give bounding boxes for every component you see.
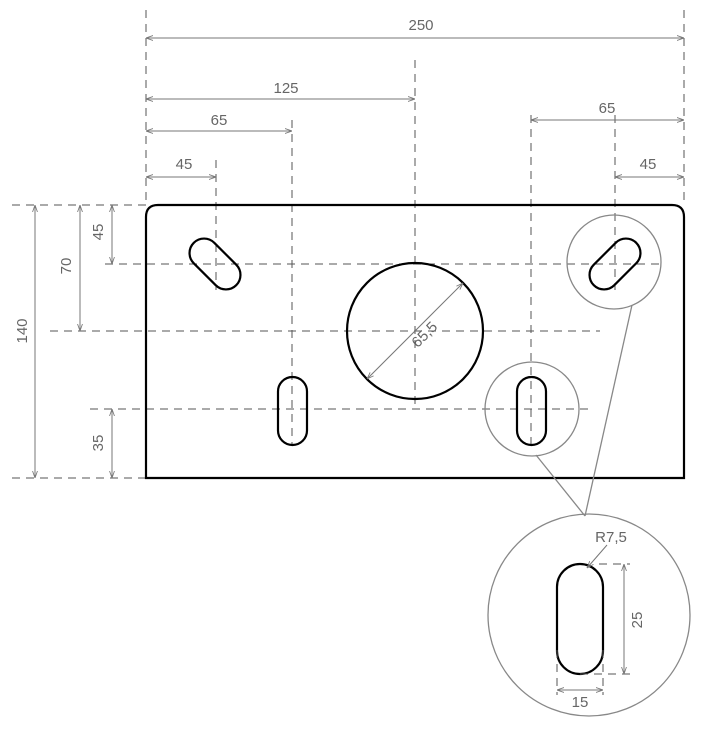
right-slot-offset-label: 65 (599, 100, 616, 117)
detail-radius-leader (587, 544, 608, 568)
detail-radius-label: R7,5 (595, 529, 627, 546)
center-offset-label: 125 (273, 80, 298, 97)
right-hole-offset-label: 45 (640, 156, 657, 173)
horizontal-guide-lines (12, 204, 660, 479)
detail-width-label: 15 (572, 694, 589, 711)
vertical-guide-lines (145, 10, 685, 445)
hole-height-label: 45 (90, 224, 107, 241)
left-slot-offset-label: 65 (211, 112, 228, 129)
center-hole (345, 261, 485, 401)
leader-line-vertical-slot (535, 454, 586, 517)
diameter-dimension-line (367, 283, 463, 379)
callout-circle-vertical-slot (484, 361, 580, 457)
detail-circle (487, 513, 691, 717)
plate-outline (144, 203, 686, 480)
right-vertical-slot (515, 375, 548, 447)
detail-length-label: 25 (629, 612, 646, 629)
leader-line-angled-slot (584, 304, 633, 517)
left-vertical-slot (276, 375, 309, 447)
detail-slot (555, 562, 605, 676)
overall-height-label: 140 (14, 318, 31, 343)
detail-view: 25 15 R7,5 (487, 513, 691, 717)
center-height-label: 70 (58, 258, 75, 275)
diameter-label: 65,5 (408, 318, 441, 351)
left-hole-offset-label: 45 (176, 156, 193, 173)
right-angled-slot (588, 237, 642, 291)
left-angled-slot (188, 237, 242, 291)
callout-circle-angled-slot (566, 214, 662, 310)
slot-height-label: 35 (90, 435, 107, 452)
overall-width-label: 250 (408, 17, 433, 34)
